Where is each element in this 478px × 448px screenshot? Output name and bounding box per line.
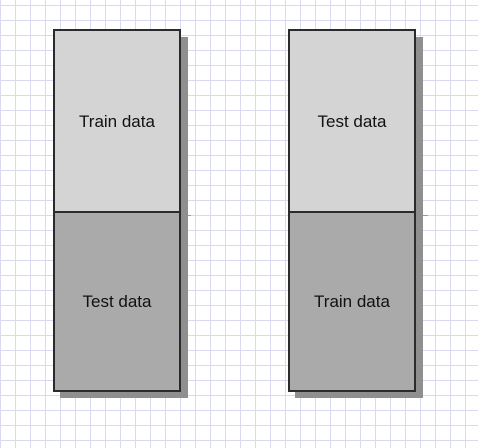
- right-column: Test data Train data: [288, 29, 423, 398]
- left-column: Train data Test data: [53, 29, 188, 398]
- left-bottom-label: Test data: [82, 292, 152, 311]
- left-top-block[interactable]: Train data: [53, 29, 181, 213]
- right-bottom-block[interactable]: Train data: [288, 211, 416, 392]
- left-bottom-block[interactable]: Test data: [53, 211, 181, 392]
- right-top-label: Test data: [317, 111, 387, 131]
- left-top-label: Train data: [79, 111, 155, 131]
- right-bottom-label: Train data: [314, 292, 390, 311]
- right-top-block[interactable]: Test data: [288, 29, 416, 213]
